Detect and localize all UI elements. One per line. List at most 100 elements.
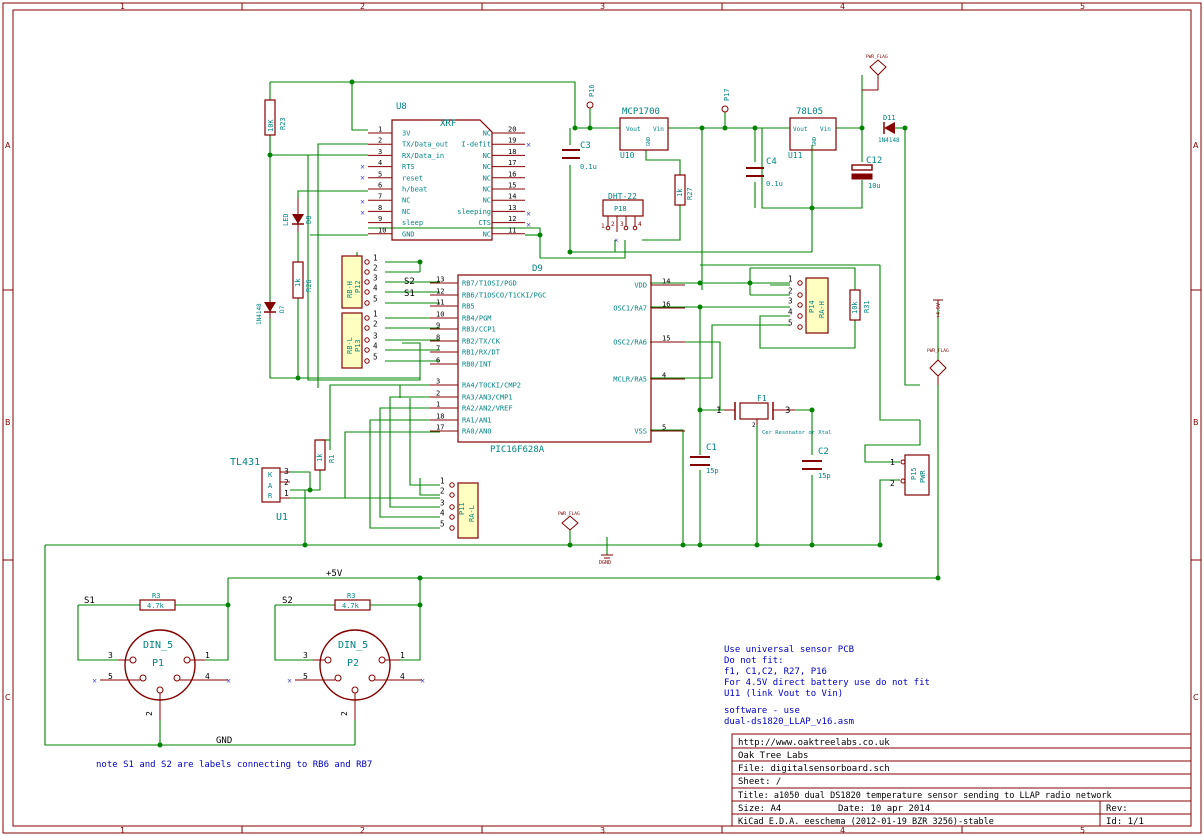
p11-ref: P11 bbox=[458, 502, 466, 515]
capacitor-c2: C2 15p bbox=[802, 447, 831, 480]
xrf-pin-name: reset bbox=[402, 174, 423, 182]
tl431-pin: K bbox=[268, 471, 273, 479]
f1-value: Cer Resonator or Xtal bbox=[762, 430, 832, 436]
header-pin-number: 2 bbox=[373, 264, 378, 273]
pic-pin-number: 3 bbox=[436, 378, 440, 386]
net-label-s2: S2 bbox=[404, 277, 415, 287]
tl431-name: TL431 bbox=[230, 457, 260, 468]
testpoint-p17: P17 bbox=[721, 88, 731, 113]
resistor-r23: 10K R23 bbox=[264, 99, 287, 136]
pic-pin-name: RA2/AN2/VREF bbox=[462, 405, 513, 413]
pic-pin-number: 18 bbox=[436, 413, 444, 421]
xrf-pin-name: h/beat bbox=[402, 186, 427, 194]
net-label-gnd: GND bbox=[216, 736, 232, 746]
r27-ref: R27 bbox=[686, 187, 694, 200]
tb-date: Date: 10 apr 2014 bbox=[838, 804, 930, 814]
tb-size: Size: A4 bbox=[738, 804, 781, 814]
pic-name: PIC16F628A bbox=[490, 445, 545, 455]
pic-pin-name: OSC2/RA6 bbox=[613, 339, 647, 347]
header-pin-number: 5 bbox=[373, 353, 378, 362]
header-pin bbox=[364, 259, 370, 265]
xrf-ref: U8 bbox=[396, 102, 407, 112]
xrf-pin-number: 10 bbox=[378, 226, 386, 234]
pic-pin-number: 14 bbox=[662, 278, 670, 286]
xrf-pin-number: 17 bbox=[508, 159, 516, 167]
xrf-pin-name: NC bbox=[483, 197, 491, 205]
no-connect-mark: × bbox=[614, 236, 619, 245]
xrf-name: XRF bbox=[440, 119, 456, 129]
header-pin bbox=[449, 482, 455, 488]
xrf-pin-name: RTS bbox=[402, 163, 415, 171]
xrf-pin-name: TX/Data_out bbox=[402, 141, 448, 149]
power-flag-top: PWR_FLAG bbox=[862, 54, 888, 91]
xrf-pin-number: 8 bbox=[378, 204, 382, 212]
p1-pin: 1 bbox=[205, 651, 210, 660]
resistor-r1: 1k R1 bbox=[314, 439, 336, 471]
pic-pin-name: RA3/AN3/CMP1 bbox=[462, 394, 513, 402]
p2-pin: 1 bbox=[400, 651, 405, 660]
p18-pin: 1 bbox=[601, 223, 605, 230]
r1-value: 1k bbox=[316, 453, 324, 462]
header-pin bbox=[449, 514, 455, 520]
pic-pin-number: 12 bbox=[436, 288, 444, 296]
pic-pin-name: RB5 bbox=[462, 303, 475, 311]
tb-title: Title: a1050 dual DS1820 temperature sen… bbox=[738, 791, 1112, 801]
xrf-pin-number: 1 bbox=[378, 126, 382, 134]
note-line: software - use bbox=[724, 706, 800, 716]
note-line: dual-ds1820_LLAP_v16.asm bbox=[724, 717, 854, 727]
c3-value: 0.1u bbox=[580, 163, 597, 171]
header-pin-number: 4 bbox=[373, 342, 378, 351]
header-pin bbox=[797, 324, 803, 330]
capacitor-c4: C4 0.1u bbox=[746, 157, 783, 188]
xrf-pin-number: 6 bbox=[378, 182, 382, 190]
header-pin-number: 2 bbox=[788, 287, 793, 296]
pwr-flag-label-2: PWR_FLAG bbox=[927, 348, 949, 354]
p1-value: DIN_5 bbox=[143, 640, 173, 651]
pic-pin-name: RB1/RX/DT bbox=[462, 349, 501, 357]
row-label: B bbox=[5, 418, 11, 427]
col-label: 2 bbox=[360, 2, 365, 11]
xrf-pin-number: 16 bbox=[508, 170, 516, 178]
pic-pin-name: RB6/T1OSCO/T1CKI/PGC bbox=[462, 292, 546, 300]
p12-value: RB-H bbox=[346, 281, 354, 298]
r3a-value: 4.7k bbox=[147, 602, 165, 610]
col-label: 1 bbox=[120, 2, 125, 11]
resistor-r3-s1: R3 4.7k bbox=[139, 592, 176, 611]
d8-ref: D8 bbox=[305, 216, 313, 224]
u11-vout: Vout bbox=[793, 126, 808, 133]
header-pin-number: 3 bbox=[373, 332, 378, 341]
svg-text:×: × bbox=[526, 209, 531, 219]
tl431-pin-num: 1 bbox=[284, 489, 289, 498]
header-pin-number: 2 bbox=[440, 487, 445, 496]
header-pin bbox=[364, 358, 370, 364]
no-connect-mark: × bbox=[287, 676, 292, 686]
header-pin bbox=[364, 279, 370, 285]
pic-pin-name: RB3/CCP1 bbox=[462, 326, 496, 334]
pic-pin-name: RA0/AN0 bbox=[462, 428, 492, 436]
tl431-pin: R bbox=[268, 492, 273, 500]
col-label: 2 bbox=[360, 826, 365, 835]
xrf-pin-number: 7 bbox=[378, 193, 382, 201]
p15-pin: 1 bbox=[890, 458, 895, 467]
pwr-flag-label: PWR_FLAG bbox=[866, 54, 888, 60]
r23-value: 10K bbox=[267, 119, 275, 132]
row-label: C bbox=[5, 693, 11, 702]
xrf-pin-name: GND bbox=[402, 230, 415, 238]
regulator-u10: MCP1700 Vout Vin GND U10 bbox=[619, 107, 669, 160]
diode-d11: D11 1N4148 bbox=[878, 114, 900, 144]
header-pin bbox=[797, 302, 803, 308]
dgnd-label: DGND bbox=[599, 560, 611, 566]
row-label: A bbox=[1193, 141, 1199, 150]
xrf-pin-number: 5 bbox=[378, 170, 382, 178]
din-connector-p1: DIN_5 P1 3 1 5 4 2 × × bbox=[92, 629, 231, 720]
wires bbox=[44, 75, 939, 746]
header-pin bbox=[449, 492, 455, 498]
resistor-r27: 1k R27 bbox=[674, 174, 694, 206]
r27-value: 1k bbox=[676, 188, 684, 197]
col-label: 1 bbox=[120, 826, 125, 835]
header-pin bbox=[449, 504, 455, 510]
